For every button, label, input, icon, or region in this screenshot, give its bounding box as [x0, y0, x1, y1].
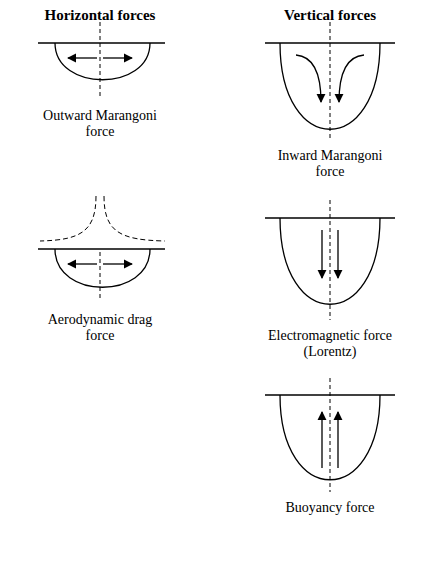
force-caption-slot: Inward Marangoni force	[265, 148, 395, 180]
force-caption-slot: Aerodynamic drag force	[35, 312, 165, 344]
force-caption-slot: Buoyancy force	[265, 500, 395, 516]
force-caption: Outward Marangoni force	[35, 108, 165, 140]
column-heading-slot: Vertical forces	[235, 6, 425, 24]
column-heading: Vertical forces	[235, 6, 425, 24]
weld-pool	[265, 378, 395, 492]
weld-pool	[265, 200, 395, 320]
force-caption: Electromagnetic force (Lorentz)	[265, 328, 395, 360]
force-caption-slot: Outward Marangoni force	[35, 108, 165, 140]
force-caption: Buoyancy force	[265, 500, 395, 516]
weld-pool	[38, 22, 165, 96]
force-caption: Inward Marangoni force	[265, 148, 395, 180]
column-heading: Horizontal forces	[5, 6, 195, 24]
force-caption-slot: Electromagnetic force (Lorentz)	[265, 328, 395, 360]
weld-pool	[265, 22, 395, 140]
column-heading-slot: Horizontal forces	[5, 6, 195, 24]
force-caption: Aerodynamic drag force	[35, 312, 165, 344]
weld-pool	[38, 196, 165, 300]
